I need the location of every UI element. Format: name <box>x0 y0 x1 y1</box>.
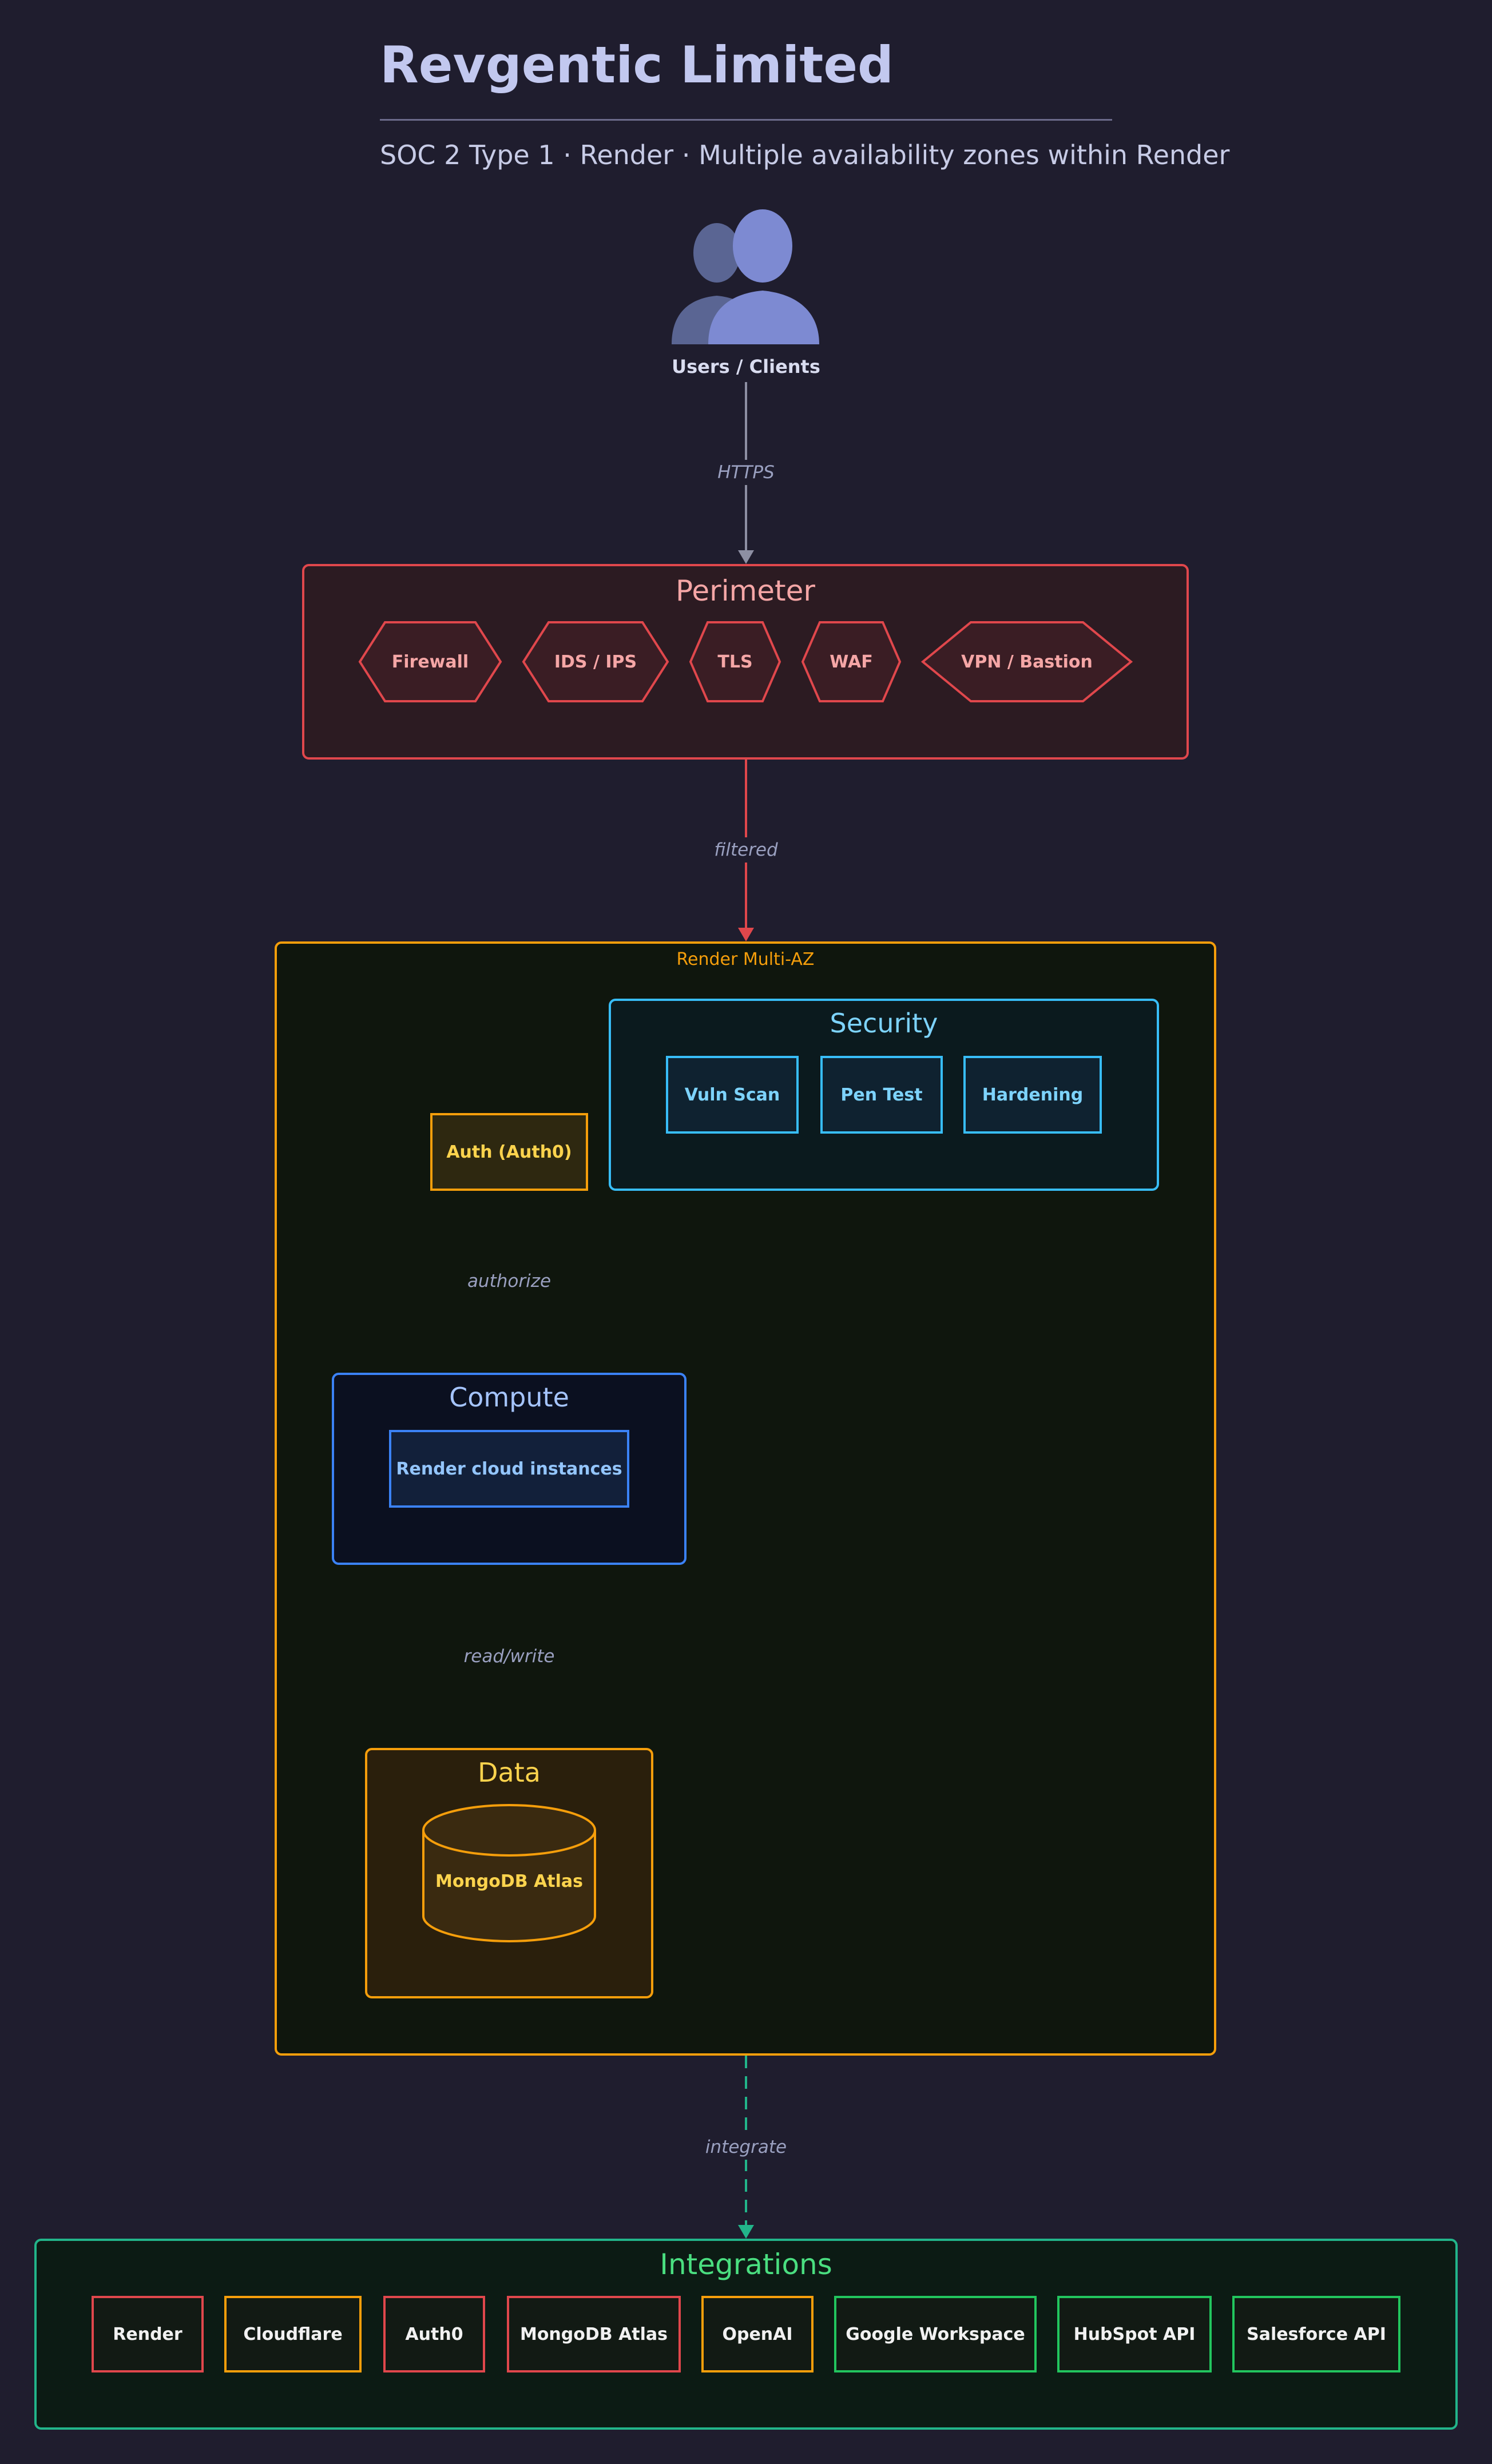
perimeter-title: Perimeter <box>676 574 815 607</box>
ids-ips-hexagon <box>522 621 669 702</box>
security-title: Security <box>830 1008 938 1039</box>
data-title: Data <box>478 1757 541 1788</box>
users-icon <box>672 209 819 344</box>
perimeter-item-waf: WAF <box>830 651 873 672</box>
edge-label-filtered: filtered <box>632 837 860 863</box>
security-item-hardening: Hardening <box>963 1056 1102 1134</box>
edge-label-https: HTTPS <box>632 460 860 485</box>
integration-hubspot-api: HubSpot API <box>1057 2296 1212 2372</box>
page-title: Revgentic Limited <box>380 35 894 94</box>
database-cylinder <box>422 1804 596 1942</box>
integration-google-workspace: Google Workspace <box>834 2296 1037 2372</box>
security-item-vuln-scan: Vuln Scan <box>666 1056 799 1134</box>
integration-auth0: Auth0 <box>383 2296 485 2372</box>
vpn-bastion-hexagon <box>920 621 1133 702</box>
edge-label-authorize: authorize <box>395 1269 624 1294</box>
perimeter-item-ids-ips: IDS / IPS <box>554 651 637 672</box>
title-divider <box>380 119 1112 121</box>
perimeter-hexagons <box>358 621 1133 702</box>
security-item-pen-test: Pen Test <box>820 1056 943 1134</box>
integration-openai: OpenAI <box>701 2296 814 2372</box>
integration-mongodb-atlas: MongoDB Atlas <box>507 2296 681 2372</box>
edge-label-read-write: read/write <box>395 1644 624 1669</box>
perimeter-item-tls: TLS <box>717 651 753 672</box>
auth-node: Auth (Auth0) <box>430 1113 588 1191</box>
compute-node-render-cloud-instances: Render cloud instances <box>389 1430 629 1508</box>
tls-hexagon <box>689 621 781 702</box>
waf-hexagon <box>801 621 902 702</box>
integration-salesforce-api: Salesforce API <box>1232 2296 1400 2372</box>
users-label: Users / Clients <box>672 356 820 377</box>
database-mongodb-atlas: MongoDB Atlas <box>435 1871 584 1891</box>
zone-label: Render Multi-AZ <box>676 949 815 969</box>
integration-cloudflare: Cloudflare <box>224 2296 362 2372</box>
perimeter-item-firewall: Firewall <box>391 651 469 672</box>
compute-title: Compute <box>449 1382 569 1413</box>
integrations-title: Integrations <box>660 2248 832 2281</box>
integration-render: Render <box>92 2296 204 2372</box>
page-subtitle: SOC 2 Type 1 · Render · Multiple availab… <box>380 140 1230 170</box>
edge-label-integrate: integrate <box>632 2135 860 2160</box>
firewall-hexagon <box>358 621 502 702</box>
perimeter-item-vpn-bastion: VPN / Bastion <box>961 651 1093 672</box>
